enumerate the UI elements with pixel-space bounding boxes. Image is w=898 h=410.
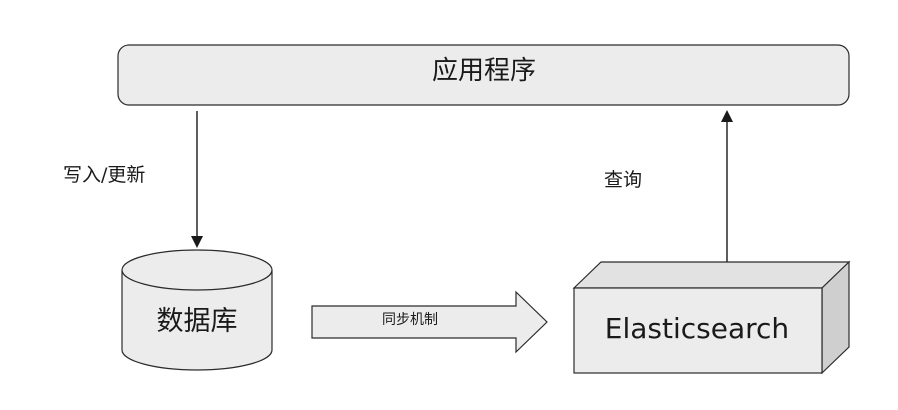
elasticsearch-label: Elasticsearch [604,312,790,345]
application-label: 应用程序 [431,56,536,86]
sync-mechanism-label: 同步机制 [382,312,438,328]
query-label: 查询 [604,169,643,191]
database-cylinder [121,249,273,371]
write-update-label: 写入/更新 [63,164,146,186]
elasticsearch-box [572,260,851,375]
application-box [117,44,850,106]
database-label: 数据库 [156,306,238,337]
sync-arrow [311,290,548,354]
